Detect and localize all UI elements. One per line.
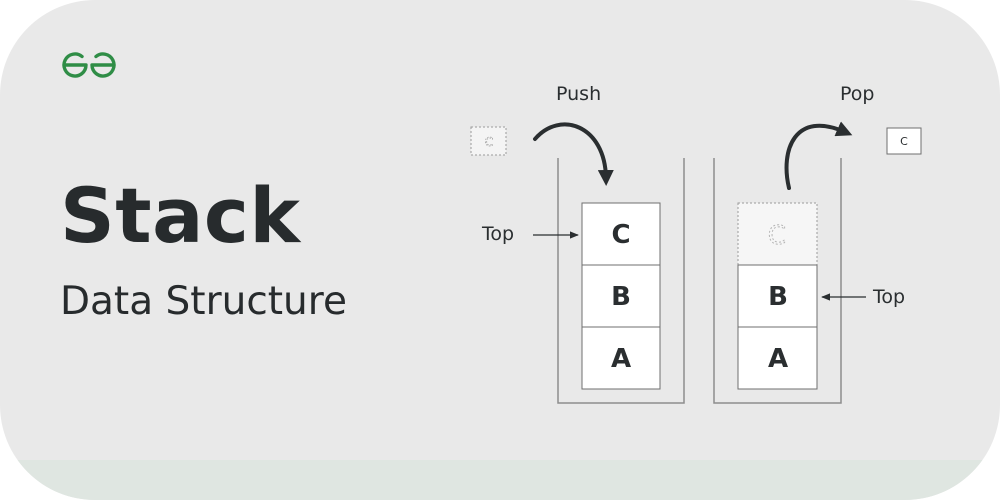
ghost-cell-label: C [768, 221, 786, 251]
page-title: Stack [60, 171, 301, 260]
push-cell-b: B [581, 264, 661, 328]
removed-item-label: C [900, 135, 908, 148]
push-top-label: Top [481, 223, 514, 245]
removed-item-box: C [886, 127, 922, 155]
pop-cell-b: B [737, 264, 818, 328]
cell-label: A [611, 344, 631, 374]
cell-label: B [768, 282, 788, 312]
pop-stack: Pop C C B A Top [713, 83, 922, 404]
pop-cell-a: A [737, 326, 818, 390]
page-subtitle: Data Structure [60, 279, 347, 324]
incoming-item-label: C [485, 135, 493, 149]
cell-label: A [768, 344, 788, 374]
push-stack: Push C C B A Top [470, 83, 685, 404]
push-label: Push [556, 83, 601, 105]
push-cell-c: C [581, 202, 661, 266]
incoming-item-box: C [470, 126, 507, 156]
gfg-logo-icon [62, 52, 116, 78]
pop-label: Pop [840, 83, 874, 105]
pop-top-label: Top [872, 286, 905, 308]
cell-label: C [611, 220, 630, 250]
push-arrow [533, 122, 614, 186]
cell-label: B [611, 282, 631, 312]
bottom-band [0, 460, 1000, 500]
pop-ghost-cell: C [737, 202, 818, 266]
push-cell-a: A [581, 326, 661, 390]
pop-container [713, 158, 842, 404]
push-container [557, 158, 685, 404]
pop-arrow [784, 121, 853, 190]
